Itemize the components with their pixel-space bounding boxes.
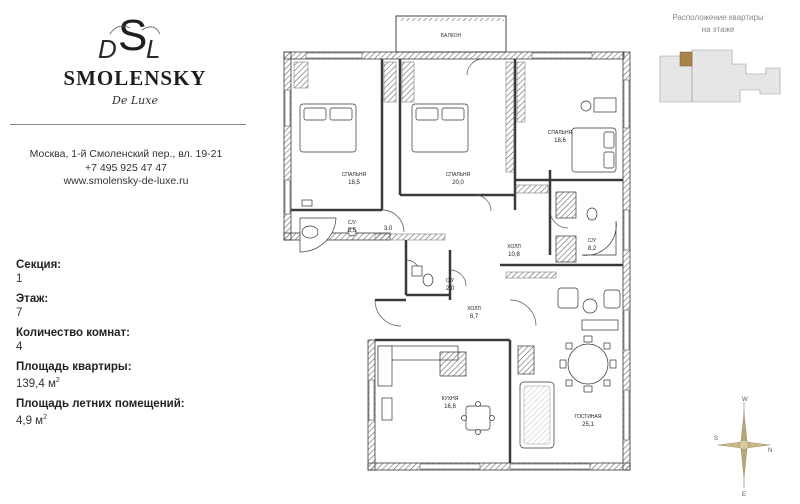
room-area-hall-2: 8,7 xyxy=(470,314,479,320)
section-label: Секция: xyxy=(16,259,62,271)
desk-furniture xyxy=(580,97,617,113)
room-area-bathroom-3: 2,0 xyxy=(446,286,455,292)
area-unit-sup: 2 xyxy=(55,377,60,384)
floor-label: Этаж: xyxy=(16,293,49,305)
floor-plan: БАЛКОН xyxy=(283,15,631,471)
apartment-properties: Секция: 1 Этаж: 7 Количество комнат: 4 П… xyxy=(16,258,246,434)
room-name-hall-1: ХОЛЛ xyxy=(507,244,521,250)
compass-north: W xyxy=(742,397,748,403)
compass-south: E xyxy=(742,492,746,498)
room-area-bathroom-1: 5,5 xyxy=(348,228,357,234)
living-room-furniture xyxy=(519,287,621,449)
monogram-logo-icon: D S L xyxy=(98,11,160,64)
brand-tagline: De Luxe xyxy=(112,94,158,107)
room-name-living-room: ГОСТИНАЯ xyxy=(575,414,602,420)
summer-area-property: Площадь летних помещений: 4,9 м2 xyxy=(16,397,246,428)
balcony-rail xyxy=(398,18,504,21)
balcony-label: БАЛКОН xyxy=(441,33,462,39)
room-area-kitchen: 16,8 xyxy=(444,404,456,410)
area-property: Площадь квартиры: 139,4 м2 xyxy=(16,360,246,391)
door-swings xyxy=(374,58,569,327)
summer-area-label: Площадь летних помещений: xyxy=(16,397,185,410)
room-area-bedroom-2: 20,0 xyxy=(452,180,464,186)
room-name-hall-2: ХОЛЛ xyxy=(467,306,481,312)
floor-property: Этаж: 7 xyxy=(16,292,246,320)
room-name-bedroom-2: СПАЛЬНЯ xyxy=(446,172,471,178)
compass-west: S xyxy=(714,436,718,442)
rooms-label: Количество комнат: xyxy=(16,327,131,339)
phone-text[interactable]: +7 495 925 47 47 xyxy=(84,161,168,174)
room-area-corridor: 3,0 xyxy=(384,226,393,232)
built-in-wardrobes xyxy=(293,61,557,279)
room-name-bathroom-2: С/У xyxy=(588,238,597,244)
brand-name: SMOLENSKY xyxy=(63,66,207,90)
room-area-bedroom-3: 18,6 xyxy=(554,138,566,144)
header-divider xyxy=(10,124,246,125)
room-name-bathroom-1: С/У xyxy=(348,220,357,226)
compass-rose-icon: W E N S xyxy=(714,397,772,498)
rooms-value: 4 xyxy=(16,341,23,353)
area-label: Площадь квартиры: xyxy=(16,361,132,373)
brand-logo: D S L SMOLENSKY De Luxe xyxy=(40,8,230,118)
floor-value: 7 xyxy=(16,307,23,319)
room-area-bedroom-1: 18,5 xyxy=(348,180,360,186)
section-value: 1 xyxy=(16,273,23,285)
bed-furniture xyxy=(299,103,617,173)
area-value: 139,4 м2 xyxy=(16,374,246,391)
location-title: Расположение квартиры на этаже xyxy=(648,12,788,36)
windows xyxy=(284,52,630,470)
summer-area-unit-sup: 2 xyxy=(43,413,47,421)
room-area-bathroom-2: 8,2 xyxy=(588,246,597,252)
inner-walls xyxy=(291,59,623,463)
svg-text:S: S xyxy=(118,11,147,60)
summer-area-value-text: 4,9 м xyxy=(16,414,44,427)
room-area-hall-1: 10,8 xyxy=(508,252,520,258)
svg-text:D: D xyxy=(98,34,117,64)
room-name-kitchen: КУХНЯ xyxy=(442,396,459,402)
contacts-block: Москва, 1-й Смоленский пер., вл. 19-21 +… xyxy=(14,148,238,189)
area-value-text: 139,4 м xyxy=(16,377,56,390)
rooms-property: Количество комнат: 4 xyxy=(16,326,246,354)
compass-east: N xyxy=(768,448,772,454)
room-area-living-room: 25,1 xyxy=(582,422,594,428)
room-labels: СПАЛЬНЯ 18,5 СПАЛЬНЯ 20,0 СПАЛЬНЯ 18,6 С… xyxy=(342,130,602,428)
floor-keyplan-icon xyxy=(659,49,781,103)
room-name-bathroom-3: С/У xyxy=(446,278,455,284)
section-property: Секция: 1 xyxy=(16,258,246,286)
location-title-line1: Расположение квартиры xyxy=(672,13,764,22)
location-title-line2: на этаже xyxy=(701,25,735,34)
balcony-outline xyxy=(395,15,507,53)
address-text: Москва, 1-й Смоленский пер., вл. 19-21 xyxy=(29,148,223,160)
summer-area-value: 4,9 м2 xyxy=(16,411,246,428)
website-link[interactable]: www.smolensky-de-luxe.ru xyxy=(63,175,189,187)
bathroom-fixtures xyxy=(299,191,617,287)
room-name-bedroom-1: СПАЛЬНЯ xyxy=(342,172,367,178)
kitchen-furniture xyxy=(377,345,535,435)
svg-text:L: L xyxy=(146,34,160,64)
room-name-bedroom-3: СПАЛЬНЯ xyxy=(548,130,573,136)
